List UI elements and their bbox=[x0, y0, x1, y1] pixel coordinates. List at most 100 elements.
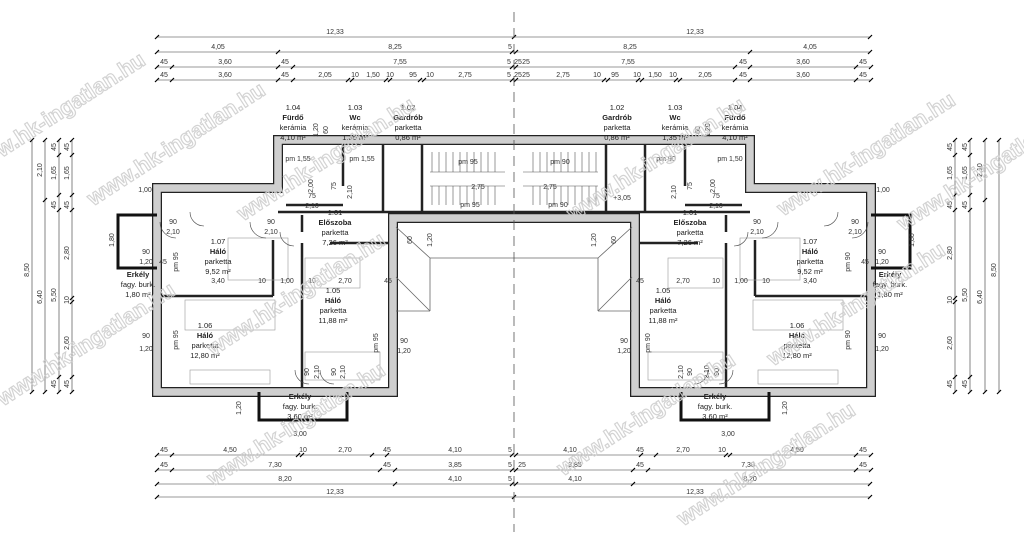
dimension-tick bbox=[868, 77, 874, 83]
annotation-label: pm 90 bbox=[548, 202, 568, 209]
room-area: 9,52 m² bbox=[205, 267, 231, 276]
door-swing bbox=[718, 369, 734, 385]
dimension-label: 2,10 bbox=[37, 163, 44, 177]
furniture bbox=[752, 299, 844, 331]
room-area: 11,88 m² bbox=[648, 316, 678, 325]
annotation-label: 90 bbox=[753, 219, 761, 226]
door-swing bbox=[249, 221, 267, 239]
room-1-06-right[interactable]: 1.06 Háló parketta 12,80 m² bbox=[782, 321, 812, 360]
room-1-05-left[interactable]: 1.05 Háló parketta 11,88 m² bbox=[318, 286, 348, 325]
dimension-label: 12,33 bbox=[326, 489, 344, 496]
dimension-label: 10 bbox=[386, 72, 394, 79]
dimension-label: 45 bbox=[947, 201, 954, 209]
dimension-label: 1,65 bbox=[64, 166, 71, 180]
dimension-label: 25 bbox=[514, 59, 522, 66]
annotation-label: 60 bbox=[407, 236, 414, 244]
room-material: parketta bbox=[191, 341, 219, 350]
balcony-railing bbox=[679, 392, 771, 422]
room-1-06-left[interactable]: 1.06 Háló parketta 12,80 m² bbox=[190, 321, 220, 360]
room-1-01-right[interactable]: 1.01 Előszoba parketta 7,26 m² bbox=[674, 208, 708, 247]
dimension-tick bbox=[853, 452, 859, 458]
annotation-label: 3,40 bbox=[211, 278, 225, 285]
dimension-label: 95 bbox=[409, 72, 417, 79]
room-1-04-left[interactable]: 1.04 Fürdő kerámia 4,10 m² bbox=[280, 103, 308, 142]
door-swing bbox=[294, 369, 310, 385]
dimension-label: 4,05 bbox=[803, 44, 817, 51]
annotation-label: 1,20 bbox=[617, 348, 631, 355]
dimension-tick bbox=[69, 374, 75, 380]
annotation-label: 2,10 bbox=[709, 203, 723, 210]
annotation-label: pm 90 bbox=[550, 159, 570, 166]
room-area: 4,10 m² bbox=[722, 133, 748, 142]
room-number: 1.07 bbox=[211, 237, 226, 246]
room-number: 1.02 bbox=[401, 103, 416, 112]
dimension-tick bbox=[967, 374, 973, 380]
room-number: 1.04 bbox=[286, 103, 301, 112]
room-name: Előszoba bbox=[674, 218, 708, 227]
dimension-tick bbox=[747, 64, 753, 70]
room-name: Háló bbox=[655, 296, 672, 305]
dimension-label: 45 bbox=[383, 447, 391, 454]
room-area: 0,86 m² bbox=[395, 133, 421, 142]
room-1-07-left[interactable]: 1.07 Háló parketta 9,52 m² bbox=[204, 237, 232, 276]
furniture bbox=[757, 369, 839, 385]
dimension-tick bbox=[867, 494, 873, 500]
annotation-label: 90 bbox=[400, 338, 408, 345]
annotation-label: 90 bbox=[142, 333, 150, 340]
room-name: Háló bbox=[802, 247, 819, 256]
room-area: 12,80 m² bbox=[190, 351, 220, 360]
room-number: 1.03 bbox=[348, 103, 363, 112]
room-1-04-right[interactable]: 1.04 Fürdő kerámia 4,10 m² bbox=[722, 103, 750, 142]
roof-line bbox=[597, 276, 633, 312]
annotation-label: 1,20 bbox=[139, 346, 153, 353]
dimension-tick bbox=[69, 192, 75, 198]
dimension-label: 10 bbox=[426, 72, 434, 79]
dimension-tick bbox=[677, 77, 683, 83]
room-1-02-left[interactable]: 1.02 Gardrób parketta 0,86 m² bbox=[393, 103, 423, 142]
dimension-label: 12,33 bbox=[686, 489, 704, 496]
dimension-label: 45 bbox=[739, 59, 747, 66]
dimension-tick bbox=[982, 137, 988, 143]
room-1-02-right[interactable]: 1.02 Gardrób parketta 0,86 m² bbox=[602, 103, 632, 142]
room-name: Gardrób bbox=[393, 113, 423, 122]
dimension-tick bbox=[290, 77, 296, 83]
room-name: Háló bbox=[210, 247, 227, 256]
room-1-07-right[interactable]: 1.07 Háló parketta 9,52 m² bbox=[796, 237, 824, 276]
annotation-label: pm 95 bbox=[173, 330, 180, 350]
dimension-tick bbox=[605, 77, 611, 83]
dimension-label: 4,05 bbox=[211, 44, 225, 51]
room-1-03-left[interactable]: 1.03 Wc kerámia 1,35 m² bbox=[342, 103, 370, 142]
annotation-label: pm 90 bbox=[845, 330, 852, 350]
dimension-label: 45 bbox=[383, 462, 391, 469]
room-area: 4,10 m² bbox=[280, 133, 306, 142]
room-number: 1.07 bbox=[803, 237, 818, 246]
dimension-tick bbox=[69, 389, 75, 395]
dimension-tick bbox=[392, 481, 398, 487]
roof-line bbox=[395, 276, 431, 312]
dimension-label: 12,33 bbox=[326, 29, 344, 36]
watermark-text: www.hk-ingatlan.hu bbox=[671, 397, 859, 531]
balcony-rear-right[interactable]: Erkély fagy. burk. 3,60 m² bbox=[698, 392, 732, 421]
dimension-tick bbox=[56, 192, 62, 198]
annotation-label: 1,20 bbox=[591, 233, 598, 247]
room-1-05-right[interactable]: 1.05 Háló parketta 11,88 m² bbox=[648, 286, 678, 325]
dimension-tick bbox=[967, 389, 973, 395]
dimension-tick bbox=[982, 389, 988, 395]
door-swing bbox=[693, 369, 709, 385]
dimension-label: 6,40 bbox=[977, 290, 984, 304]
balcony-rear-left[interactable]: Erkély fagy. burk. 3,60 m² bbox=[283, 392, 317, 421]
annotation-label: 2,10 bbox=[264, 229, 278, 236]
dimension-tick bbox=[727, 452, 733, 458]
dimension-label: 45 bbox=[64, 143, 71, 151]
dimension-tick bbox=[645, 467, 651, 473]
room-1-03-right[interactable]: 1.03 Wc kerámia 1,35 m² bbox=[662, 103, 690, 142]
room-number: 1.06 bbox=[790, 321, 805, 330]
dimension-label: 5 bbox=[507, 59, 511, 66]
balcony-side-right[interactable]: Erkély fagy. burk. 1,80 m² bbox=[873, 270, 907, 299]
balcony-side-left[interactable]: Erkély fagy. burk. 1,80 m² bbox=[121, 270, 155, 299]
annotation-label: 60 bbox=[611, 236, 618, 244]
dimension-label: 45 bbox=[859, 59, 867, 66]
room-1-01-left[interactable]: 1.01 Előszoba parketta 7,26 m² bbox=[319, 208, 353, 247]
dimension-label: 45 bbox=[51, 380, 58, 388]
